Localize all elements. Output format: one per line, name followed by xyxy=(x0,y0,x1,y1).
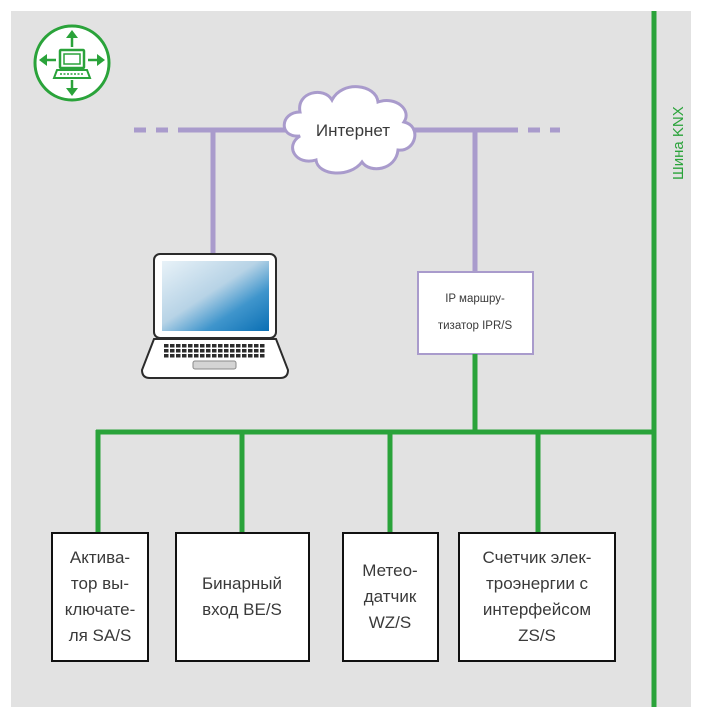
keyboard-key xyxy=(242,354,247,358)
device-zs-line4: ZS/S xyxy=(518,626,556,645)
keyboard-key xyxy=(206,349,211,353)
keyboard-key xyxy=(182,349,187,353)
keyboard-key xyxy=(206,344,211,348)
keyboard-key xyxy=(254,354,259,358)
keyboard-key xyxy=(260,344,265,348)
keyboard-key xyxy=(164,349,169,353)
keyboard-key xyxy=(170,349,175,353)
device-zs-line1: Счетчик элек- xyxy=(483,548,592,567)
device-be-line2: вход BE/S xyxy=(202,600,282,619)
keyboard-key xyxy=(176,344,181,348)
device-wz-line3: WZ/S xyxy=(369,613,412,632)
keyboard-key xyxy=(230,354,235,358)
knx-bus-line xyxy=(95,11,657,707)
keyboard-key xyxy=(218,354,223,358)
keyboard-key xyxy=(194,344,199,348)
keyboard-key xyxy=(188,344,193,348)
ip-network-line xyxy=(134,127,560,272)
device-sa-line1: Актива- xyxy=(70,548,130,567)
laptop-icon xyxy=(140,253,290,379)
computer-network-icon xyxy=(33,24,111,102)
device-sa-line3: ключате- xyxy=(65,600,136,619)
keyboard-key xyxy=(200,354,205,358)
keyboard-key xyxy=(236,344,241,348)
device-zs-line2: троэнергии с xyxy=(486,574,589,593)
device-wz-line1: Метео- xyxy=(362,561,417,580)
keyboard-key xyxy=(212,354,217,358)
keyboard-key xyxy=(194,354,199,358)
device-box-zs xyxy=(458,532,616,662)
device-sa-line4: ля SA/S xyxy=(69,626,132,645)
keyboard-key xyxy=(242,344,247,348)
keyboard-key xyxy=(248,349,253,353)
keyboard-key xyxy=(212,349,217,353)
keyboard-key xyxy=(230,349,235,353)
keyboard-key xyxy=(170,354,175,358)
keyboard-key xyxy=(170,344,175,348)
keyboard-key xyxy=(248,344,253,348)
keyboard-key xyxy=(260,349,265,353)
keyboard-key xyxy=(254,344,259,348)
router-label-line2: тизатор IPR/S xyxy=(438,320,513,332)
device-zs-line3: интерфейсом xyxy=(483,600,591,619)
keyboard-key xyxy=(224,354,229,358)
keyboard-key xyxy=(182,354,187,358)
internet-cloud-icon xyxy=(282,85,417,175)
device-box-sa xyxy=(51,532,149,662)
keyboard-key xyxy=(176,354,181,358)
keyboard-key xyxy=(230,344,235,348)
keyboard-key xyxy=(260,354,265,358)
keyboard-key xyxy=(200,349,205,353)
knx-bus-label: Шина KNX xyxy=(670,106,687,180)
keyboard-key xyxy=(224,344,229,348)
keyboard-key xyxy=(242,349,247,353)
keyboard-key xyxy=(164,354,169,358)
device-box-be xyxy=(175,532,310,662)
keyboard-key xyxy=(212,344,217,348)
device-box-wz xyxy=(342,532,439,662)
keyboard-key xyxy=(200,344,205,348)
device-wz-line2: датчик xyxy=(364,587,417,606)
keyboard-key xyxy=(182,344,187,348)
ip-router-box xyxy=(417,271,534,355)
keyboard-key xyxy=(218,344,223,348)
keyboard-key xyxy=(218,349,223,353)
keyboard-key xyxy=(188,354,193,358)
device-be-line1: Бинарный xyxy=(202,574,282,593)
keyboard-key xyxy=(194,349,199,353)
router-label-line1: IP маршру- xyxy=(445,293,505,305)
keyboard-key xyxy=(188,349,193,353)
keyboard-key xyxy=(254,349,259,353)
keyboard-key xyxy=(236,354,241,358)
keyboard-key xyxy=(176,349,181,353)
internet-label: Интернет xyxy=(316,121,390,140)
keyboard-key xyxy=(206,354,211,358)
keyboard-key xyxy=(248,354,253,358)
keyboard-key xyxy=(224,349,229,353)
device-sa-line2: тор вы- xyxy=(71,574,129,593)
keyboard-key xyxy=(164,344,169,348)
keyboard-key xyxy=(236,349,241,353)
